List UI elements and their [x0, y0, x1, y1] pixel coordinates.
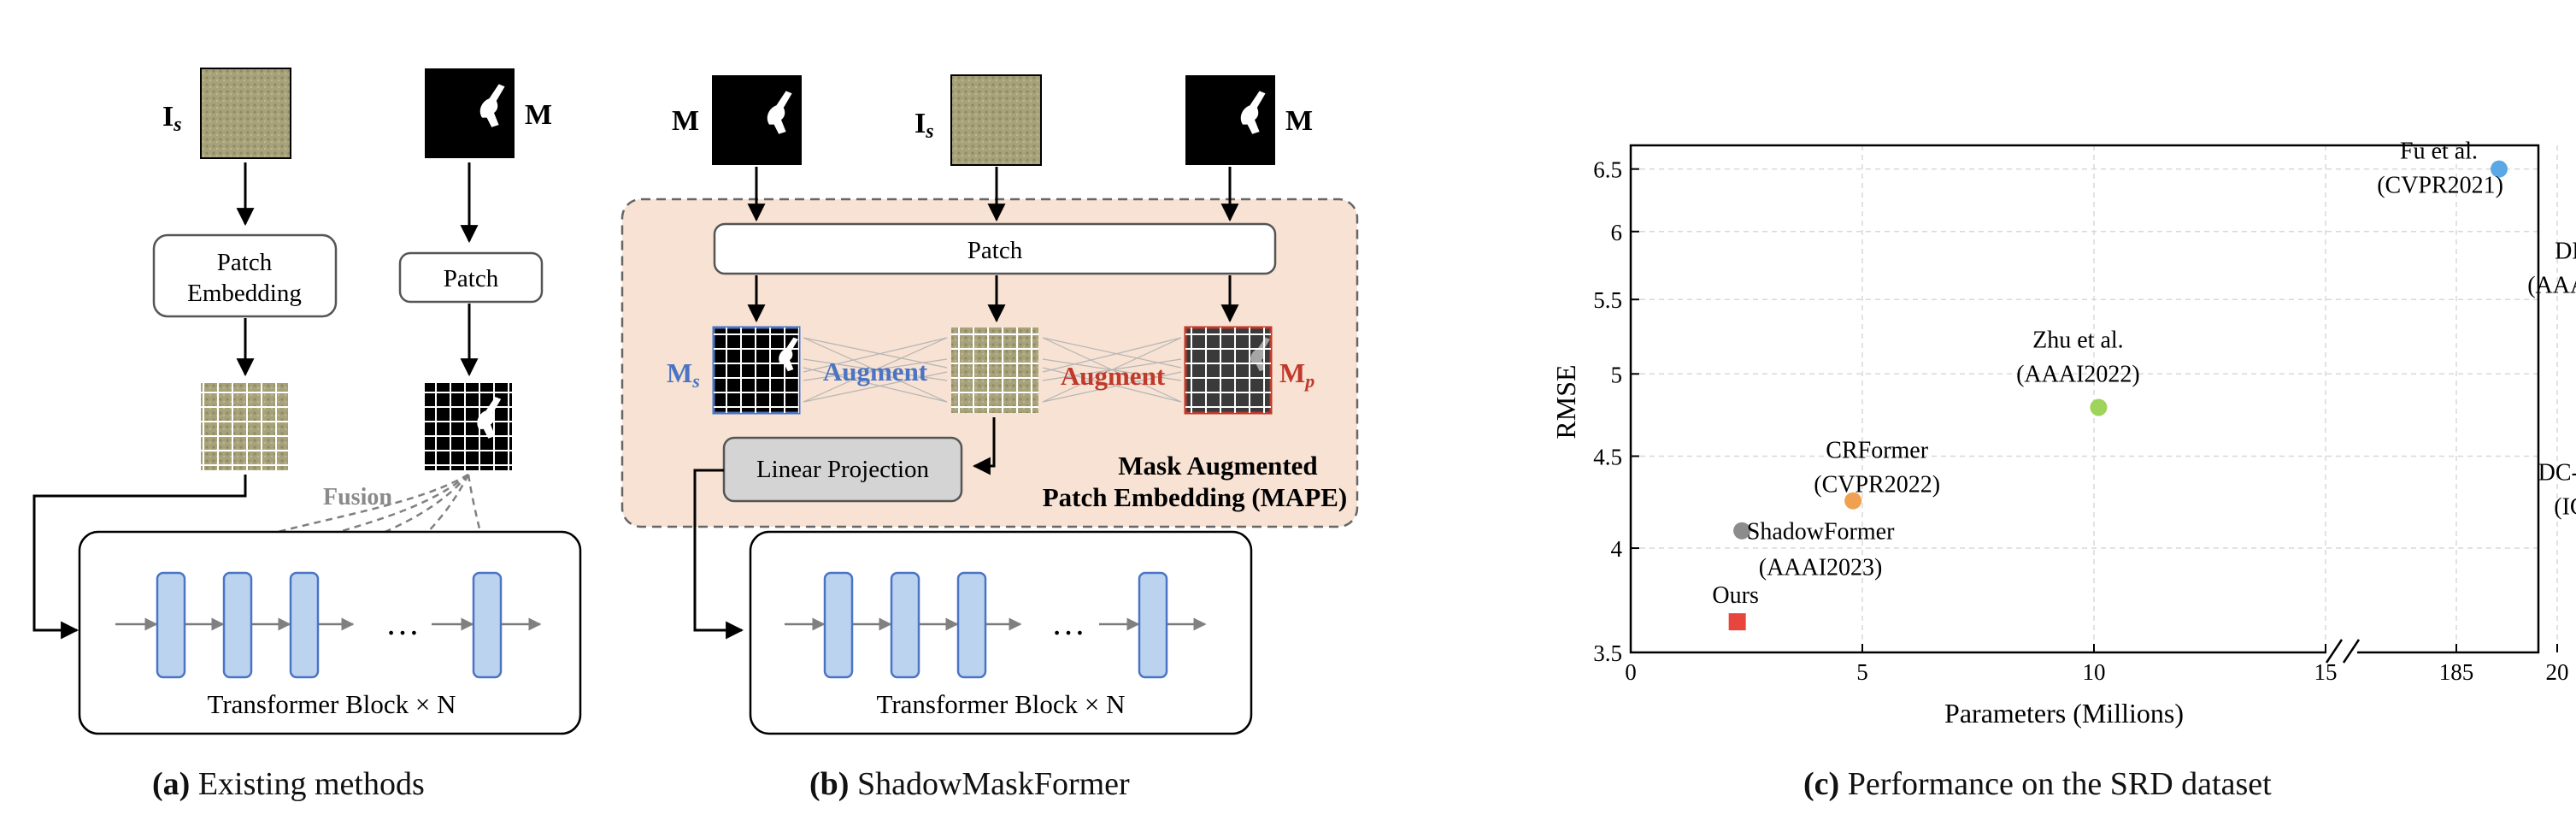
x-tick-label: 5 — [1856, 659, 1868, 685]
point-label: DC-ShadowNet — [2538, 460, 2576, 487]
point-label: CRFormer — [1826, 438, 1928, 464]
svg-text:Patch: Patch — [444, 265, 499, 292]
transformer-block-a4 — [472, 571, 503, 679]
patch-box-a — [398, 251, 544, 304]
ms-label: Ms — [667, 357, 700, 392]
patch-box-b — [713, 222, 1277, 275]
mape-title-line1: Mask Augmented — [1118, 451, 1317, 481]
panel-b: M Is M Patch Ms Mp Augment Augmen — [620, 74, 1359, 735]
svg-text:Patch: Patch — [217, 249, 273, 276]
data-point — [1728, 613, 1746, 631]
input-image-label-a: Is — [162, 101, 182, 136]
svg-text:Embedding: Embedding — [187, 280, 302, 307]
point-label: Ours — [1712, 582, 1758, 609]
y-tick-label: 4 — [1611, 536, 1623, 562]
x-tick-label: 0 — [1625, 659, 1637, 685]
y-tick-label: 5 — [1611, 362, 1623, 387]
mask-image-b-right — [1185, 75, 1275, 165]
point-label: (CVPR2021) — [2377, 173, 2503, 199]
transformer-label-b: Transformer Block × N — [876, 689, 1125, 719]
plot-area — [1629, 144, 2540, 654]
point-label: (AAAI2022) — [2016, 361, 2140, 387]
point-label: (ICCV2021) — [2554, 494, 2576, 521]
point-label: DHAN — [2555, 238, 2576, 264]
mape-title-line2: Patch Embedding (MAPE) — [1043, 482, 1348, 512]
mask-label-b-left: M — [672, 105, 699, 137]
x-tick-label: 185 — [2439, 659, 2474, 685]
augment-label-left: Augment — [823, 357, 928, 386]
point-label: Fu et al. — [2400, 139, 2478, 165]
patch-embedding-box — [152, 233, 338, 318]
caption-a: (a) Existing methods — [152, 766, 425, 802]
panel-a: Is M Patch Embedding Patch Fusion — [32, 68, 582, 735]
transformer-block-b4 — [1138, 571, 1168, 679]
transformer-container-b — [749, 530, 1253, 735]
y-tick-label: 3.5 — [1593, 640, 1622, 666]
augment-mesh-left — [803, 337, 948, 403]
transformer-label-a: Transformer Block × N — [207, 689, 456, 719]
transformer-block-b2 — [890, 571, 920, 679]
transformer-block-b1 — [823, 571, 854, 679]
ellipsis-a: … — [385, 604, 420, 642]
mask-image-a — [425, 68, 515, 158]
y-tick-label: 5.5 — [1593, 287, 1622, 313]
transformer-container-a — [78, 530, 582, 735]
svg-text:Patch: Patch — [967, 237, 1023, 264]
point-label: ShadowFormer — [1747, 519, 1895, 546]
x-axis-title: Parameters (Millions) — [1944, 698, 2184, 729]
fusion-label: Fusion — [323, 484, 392, 510]
mask-image-b-left — [712, 75, 802, 165]
input-image-b — [950, 74, 1042, 166]
caption-b: (b) ShadowMaskFormer — [809, 766, 1130, 802]
axis-break — [2325, 639, 2361, 664]
ellipsis-b: … — [1051, 604, 1085, 642]
y-axis-title: RMSE — [1550, 364, 1581, 439]
augment-label-right: Augment — [1061, 361, 1166, 391]
mask-label-b-right: M — [1285, 105, 1313, 137]
transformer-block-a1 — [156, 571, 186, 679]
y-tick-label: 6 — [1611, 220, 1623, 245]
chart-points: Fu et al. (CVPR2021) DHAN (AAAI2021) Zhu et … — [1712, 139, 2576, 631]
y-tick-label: 6.5 — [1593, 157, 1622, 183]
transformer-block-a3 — [289, 571, 320, 679]
transformer-block-b3 — [956, 571, 987, 679]
point-label: Zhu et al. — [2032, 327, 2124, 353]
input-image-a — [200, 68, 291, 159]
caption-c: (c) Performance on the SRD dataset — [1803, 766, 2272, 802]
augment-mesh-right — [1042, 337, 1182, 403]
point-label: (CVPR2022) — [1814, 472, 1940, 499]
x-tick-label: 10 — [2083, 659, 2106, 685]
mp-label: Mp — [1279, 357, 1314, 392]
svg-text:Linear Projection: Linear Projection — [756, 456, 930, 483]
data-point — [1844, 492, 1862, 510]
point-label: (AAAI2023) — [1759, 555, 1883, 581]
point-label: (AAAI2021) — [2527, 272, 2576, 298]
data-point — [1733, 522, 1751, 540]
x-tick-label: 20 — [2546, 659, 2569, 685]
transformer-block-a2 — [222, 571, 253, 679]
data-point — [2491, 160, 2508, 178]
input-image-label-b: Is — [915, 108, 934, 143]
y-tick-label: 4.5 — [1593, 444, 1622, 469]
data-point — [2090, 398, 2108, 416]
mask-label-a: M — [525, 99, 552, 131]
